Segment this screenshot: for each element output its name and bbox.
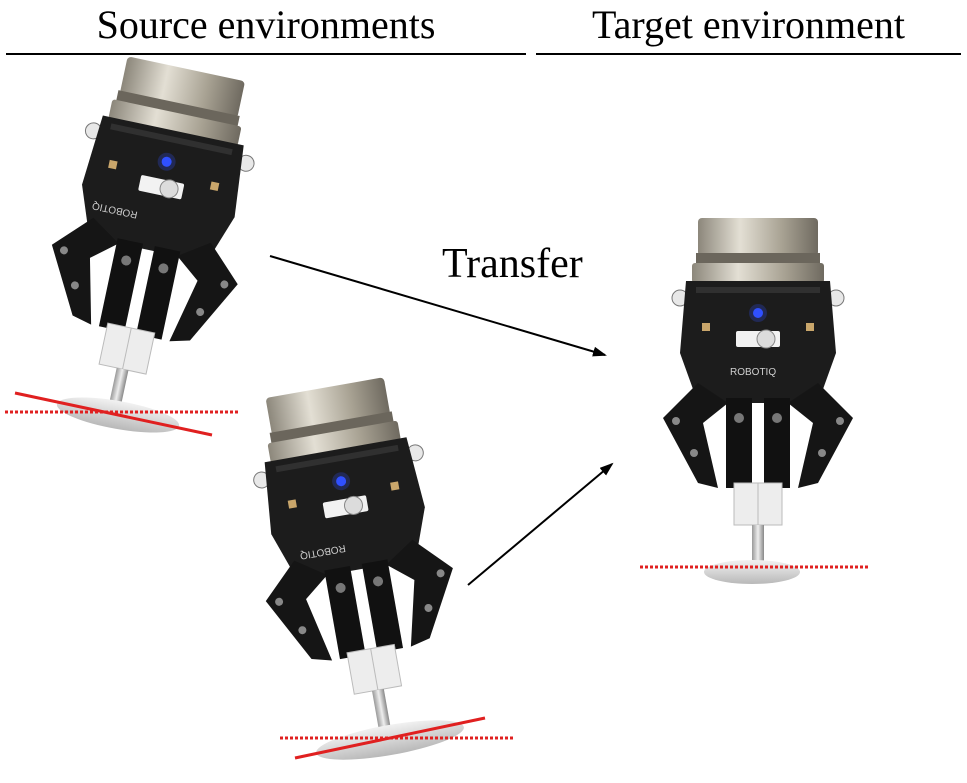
target-heading-underline: [536, 53, 961, 55]
transfer-arrow-lower: [467, 462, 614, 586]
source-gripper-2-image: ROBOTIQ: [230, 370, 479, 760]
transfer-label: Transfer: [442, 241, 583, 287]
source-gripper-1-image: ROBOTIQ: [20, 48, 280, 433]
source-1-surface-line: [14, 391, 213, 437]
source-environments-heading: Source environments: [96, 2, 436, 47]
source-heading-underline: [6, 53, 526, 55]
transfer-arrow-upper: [269, 255, 607, 357]
source-2-surface-line: [294, 716, 486, 760]
target-environment-heading: Target environment: [591, 2, 906, 47]
gripper-logo-3: ROBOTIQ: [730, 367, 776, 378]
target-gripper-image: ROBOTIQ: [662, 217, 854, 584]
